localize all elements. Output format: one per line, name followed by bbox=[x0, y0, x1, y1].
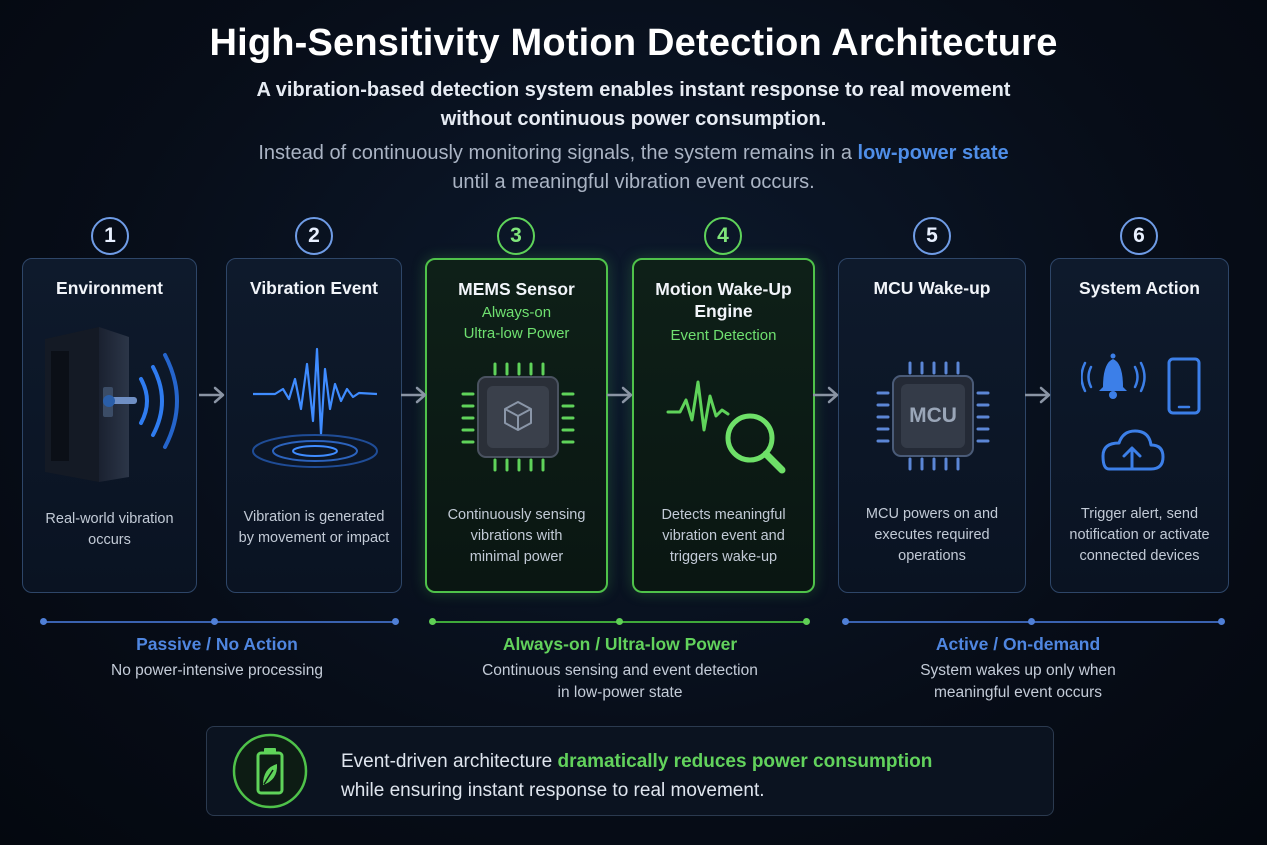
band-line-passive bbox=[44, 621, 396, 623]
sensor-chip-icon bbox=[461, 362, 575, 472]
card-description: Continuously sensing vibrations with min… bbox=[435, 505, 598, 568]
low-power-highlight: low-power state bbox=[857, 142, 1009, 164]
desc-line: vibrations with bbox=[470, 528, 563, 544]
step-card-system-action: System Action Trigger alert, send notifi… bbox=[1050, 258, 1229, 593]
flow-arrow-icon bbox=[607, 386, 633, 404]
desc-line: vibration event and bbox=[662, 528, 785, 544]
step-number-6: 6 bbox=[1120, 217, 1158, 255]
page-title: High-Sensitivity Motion Detection Archit… bbox=[209, 22, 1058, 64]
band-title-always-on: Always-on / Ultra-low Power bbox=[502, 634, 738, 654]
flow-arrow-icon bbox=[401, 386, 427, 404]
intro-text: Instead of continuously monitoring signa… bbox=[0, 139, 1267, 197]
band-dot bbox=[1028, 618, 1035, 625]
card-description: Vibration is generated by movement or im… bbox=[235, 507, 393, 549]
band-desc-line: meaningful event occurs bbox=[933, 684, 1102, 701]
subtitle: A vibration-based detection system enabl… bbox=[0, 76, 1267, 134]
card-title: MCU Wake-up bbox=[873, 278, 991, 298]
step-card-mems-sensor: MEMS Sensor Always-on Ultra-low Power Co… bbox=[425, 258, 608, 593]
footer-text: Event-driven architecture dramatically r… bbox=[341, 747, 932, 805]
desc-line: by movement or impact bbox=[238, 530, 390, 546]
mcu-chip-icon: MCU bbox=[876, 359, 990, 473]
flow-arrow-icon bbox=[199, 386, 225, 404]
intro-line-1: Instead of continuously monitoring signa… bbox=[0, 139, 1267, 168]
intro-line-2: until a meaningful vibration event occur… bbox=[452, 171, 815, 193]
card-title: System Action bbox=[1079, 278, 1200, 298]
band-dot bbox=[1218, 618, 1225, 625]
footer-highlight: dramatically reduces power consumption bbox=[557, 751, 933, 772]
desc-line: triggers wake-up bbox=[669, 549, 778, 565]
alert-phone-cloud-icon bbox=[1081, 353, 1201, 471]
card-title: Vibration Event bbox=[249, 278, 379, 298]
card-title: Environment bbox=[56, 278, 163, 298]
card-title: Motion Wake-Up Engine bbox=[634, 278, 813, 322]
step-number-1: 1 bbox=[91, 217, 129, 255]
band-dot bbox=[803, 618, 810, 625]
card-subtitle: Event Detection bbox=[670, 327, 777, 344]
card-title-line: Motion Wake-Up bbox=[655, 279, 792, 299]
band-dot bbox=[40, 618, 47, 625]
summary-footer: Event-driven architecture dramatically r… bbox=[206, 726, 1054, 816]
band-dot bbox=[211, 618, 218, 625]
waveform-icon bbox=[252, 347, 378, 468]
band-desc-line: System wakes up only when bbox=[920, 662, 1116, 679]
band-desc-active: System wakes up only when meaningful eve… bbox=[838, 660, 1198, 704]
step-number-4: 4 bbox=[704, 217, 742, 255]
desc-line: minimal power bbox=[469, 549, 564, 565]
band-dot bbox=[429, 618, 436, 625]
desc-line: Trigger alert, send bbox=[1080, 506, 1199, 522]
step-number-3: 3 bbox=[497, 217, 535, 255]
intro-line-1-text: Instead of continuously monitoring signa… bbox=[258, 142, 858, 164]
footer-line-1-text: Event-driven architecture bbox=[341, 751, 558, 772]
band-title-active: Active / On-demand bbox=[935, 634, 1101, 654]
step-card-vibration-event: Vibration Event Vibration is generated b… bbox=[226, 258, 402, 593]
flow-arrow-icon bbox=[813, 386, 839, 404]
step-card-mcu-wakeup: MCU Wake-up MCU MCU powers on and execut… bbox=[838, 258, 1026, 593]
desc-line: Real-world vibration bbox=[45, 511, 174, 527]
card-description: MCU powers on and executes required oper… bbox=[847, 504, 1017, 567]
battery-leaf-icon bbox=[232, 733, 308, 809]
desc-line: Continuously sensing bbox=[447, 507, 586, 523]
step-card-environment: Environment Real-world vibration occurs bbox=[22, 258, 197, 593]
mcu-chip-label: MCU bbox=[909, 404, 957, 427]
card-description: Real-world vibration occurs bbox=[31, 509, 188, 551]
band-desc-line: No power-intensive processing bbox=[111, 662, 323, 679]
subtitle-line-2: without continuous power consumption. bbox=[440, 108, 827, 130]
card-subtitle: Always-on bbox=[481, 304, 552, 321]
desc-line: executes required bbox=[874, 527, 990, 543]
desc-line: occurs bbox=[88, 532, 131, 548]
band-title-passive: Passive / No Action bbox=[136, 634, 298, 654]
desc-line: Detects meaningful bbox=[661, 507, 786, 523]
mcu-chip-graphic bbox=[876, 361, 990, 471]
band-dot bbox=[616, 618, 623, 625]
step-card-motion-wakeup-engine: Motion Wake-Up Engine Event Detection De… bbox=[632, 258, 815, 593]
card-title-line: Engine bbox=[694, 301, 753, 321]
band-dot bbox=[392, 618, 399, 625]
band-dot bbox=[842, 618, 849, 625]
band-desc-line: in low-power state bbox=[557, 684, 683, 701]
subtitle-line-1: A vibration-based detection system enabl… bbox=[256, 79, 1011, 101]
desc-line: operations bbox=[898, 548, 966, 564]
footer-line-1: Event-driven architecture dramatically r… bbox=[341, 747, 932, 776]
step-number-5: 5 bbox=[913, 217, 951, 255]
band-desc-line: Continuous sensing and event detection bbox=[482, 662, 758, 679]
card-description: Detects meaningful vibration event and t… bbox=[642, 505, 805, 568]
band-desc-always-on: Continuous sensing and event detection i… bbox=[425, 660, 815, 704]
card-description: Trigger alert, send notification or acti… bbox=[1059, 504, 1220, 567]
card-title: MEMS Sensor bbox=[458, 279, 575, 299]
door-vibration-icon bbox=[45, 327, 179, 482]
band-desc-passive: No power-intensive processing bbox=[22, 660, 412, 682]
desc-line: MCU powers on and bbox=[865, 506, 999, 522]
desc-line: connected devices bbox=[1079, 548, 1200, 564]
card-subtitle: Ultra-low Power bbox=[463, 325, 570, 342]
desc-line: Vibration is generated bbox=[243, 509, 385, 525]
desc-line: notification or activate bbox=[1069, 527, 1210, 543]
step-number-2: 2 bbox=[295, 217, 333, 255]
flow-arrow-icon bbox=[1025, 386, 1051, 404]
footer-line-2: while ensuring instant response to real … bbox=[341, 780, 765, 801]
pulse-magnifier-icon bbox=[666, 380, 786, 474]
